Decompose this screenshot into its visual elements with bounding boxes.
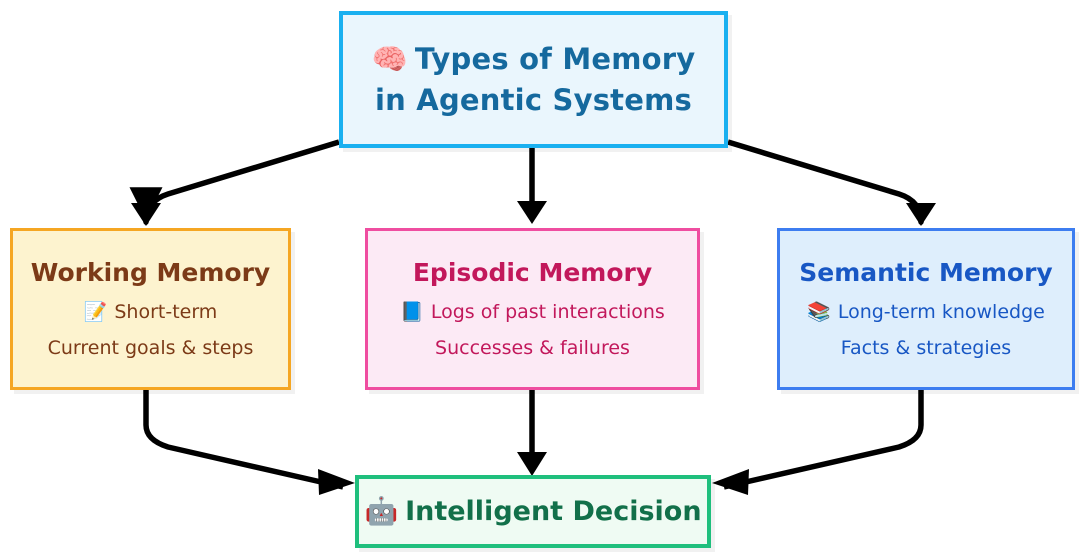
episodic-memory-detail-2: Successes & failures bbox=[435, 337, 630, 359]
brain-icon: 🧠 bbox=[371, 41, 408, 76]
semantic-memory-detail-1: Long-term knowledge bbox=[837, 301, 1045, 323]
edge-root-to-episodic bbox=[517, 148, 547, 224]
episodic-memory-detail-1: Logs of past interactions bbox=[430, 301, 665, 323]
root-line-1: 🧠 Types of Memory bbox=[372, 39, 696, 80]
semantic-memory-detail-1-row: 📚 Long-term knowledge bbox=[807, 297, 1045, 327]
working-memory-detail-2: Current goals & steps bbox=[47, 337, 254, 359]
root-title-text: Types of Memory bbox=[414, 41, 696, 76]
working-memory-detail-1-row: 📝 Short-term bbox=[84, 297, 218, 327]
working-memory-heading: Working Memory bbox=[30, 258, 271, 287]
edge-root-to-semantic bbox=[727, 139, 936, 226]
node-types-of-memory[interactable]: 🧠 Types of Memory in Agentic Systems bbox=[339, 11, 728, 148]
decision-label-row: 🤖 Intelligent Decision bbox=[364, 493, 701, 531]
edge-semantic-to-decision bbox=[712, 390, 924, 495]
decision-label: Intelligent Decision bbox=[405, 495, 702, 527]
episodic-memory-detail-1-row: 📘 Logs of past interactions bbox=[400, 297, 665, 327]
edge-root-to-working bbox=[129, 139, 340, 226]
edge-working-to-decision bbox=[143, 390, 355, 495]
node-working-memory[interactable]: Working Memory 📝 Short-term Current goal… bbox=[10, 228, 291, 390]
robot-icon: 🤖 bbox=[364, 495, 399, 527]
semantic-memory-heading: Semantic Memory bbox=[799, 258, 1053, 287]
working-memory-detail-1: Short-term bbox=[114, 301, 218, 323]
root-line-2: in Agentic Systems bbox=[375, 82, 692, 117]
node-intelligent-decision[interactable]: 🤖 Intelligent Decision bbox=[355, 475, 711, 548]
node-episodic-memory[interactable]: Episodic Memory 📘 Logs of past interacti… bbox=[365, 228, 700, 390]
node-semantic-memory[interactable]: Semantic Memory 📚 Long-term knowledge Fa… bbox=[777, 228, 1075, 390]
books-icon: 📚 bbox=[807, 301, 831, 323]
semantic-memory-detail-2: Facts & strategies bbox=[840, 337, 1012, 359]
edge-episodic-to-decision bbox=[517, 390, 547, 476]
episodic-memory-heading: Episodic Memory bbox=[412, 258, 653, 287]
blue-book-icon: 📘 bbox=[400, 301, 424, 323]
memo-icon: 📝 bbox=[83, 301, 108, 323]
